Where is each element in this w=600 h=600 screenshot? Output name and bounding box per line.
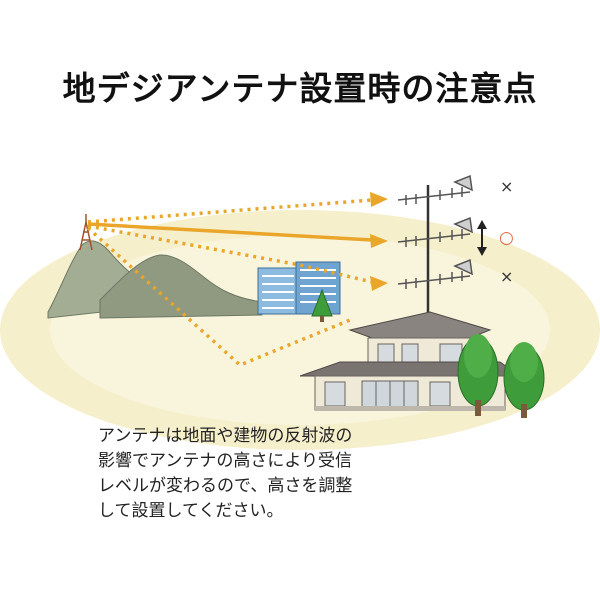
antenna-bottom-icon bbox=[397, 258, 473, 289]
tree-icon-large-right bbox=[503, 342, 545, 418]
note-line-1: アンテナは地面や建物の反射波の bbox=[98, 426, 353, 446]
note-line-2: 影響でアンテナの高さにより受信 bbox=[98, 451, 352, 471]
signal-paths bbox=[86, 198, 373, 368]
house-icon bbox=[299, 311, 522, 411]
broadcast-tower-icon bbox=[79, 214, 93, 251]
page-title: 地デジアンテナ設置時の注意点 bbox=[62, 69, 538, 108]
height-adjust-arrow-icon bbox=[477, 220, 487, 256]
mountain-right bbox=[99, 254, 263, 319]
antenna-middle-icon bbox=[397, 216, 473, 247]
note-line-4: して設置してください。 bbox=[98, 501, 284, 521]
signal-solid-middle bbox=[87, 222, 373, 242]
antenna-top-icon bbox=[397, 174, 473, 205]
signal-reflected-building bbox=[87, 224, 373, 284]
mark-top-bad: × bbox=[500, 177, 513, 196]
mark-middle-good: ○ bbox=[499, 228, 514, 248]
signal-arrowheads bbox=[370, 192, 388, 291]
note-line-3: レベルが変わるので、高さを調整 bbox=[98, 476, 353, 496]
installation-note: アンテナは地面や建物の反射波の 影響でアンテナの高さにより受信 レベルが変わるの… bbox=[98, 424, 398, 524]
tree-icon-large-left bbox=[457, 334, 499, 416]
mark-bottom-bad: × bbox=[500, 267, 513, 286]
tree-icon-small bbox=[311, 288, 333, 322]
